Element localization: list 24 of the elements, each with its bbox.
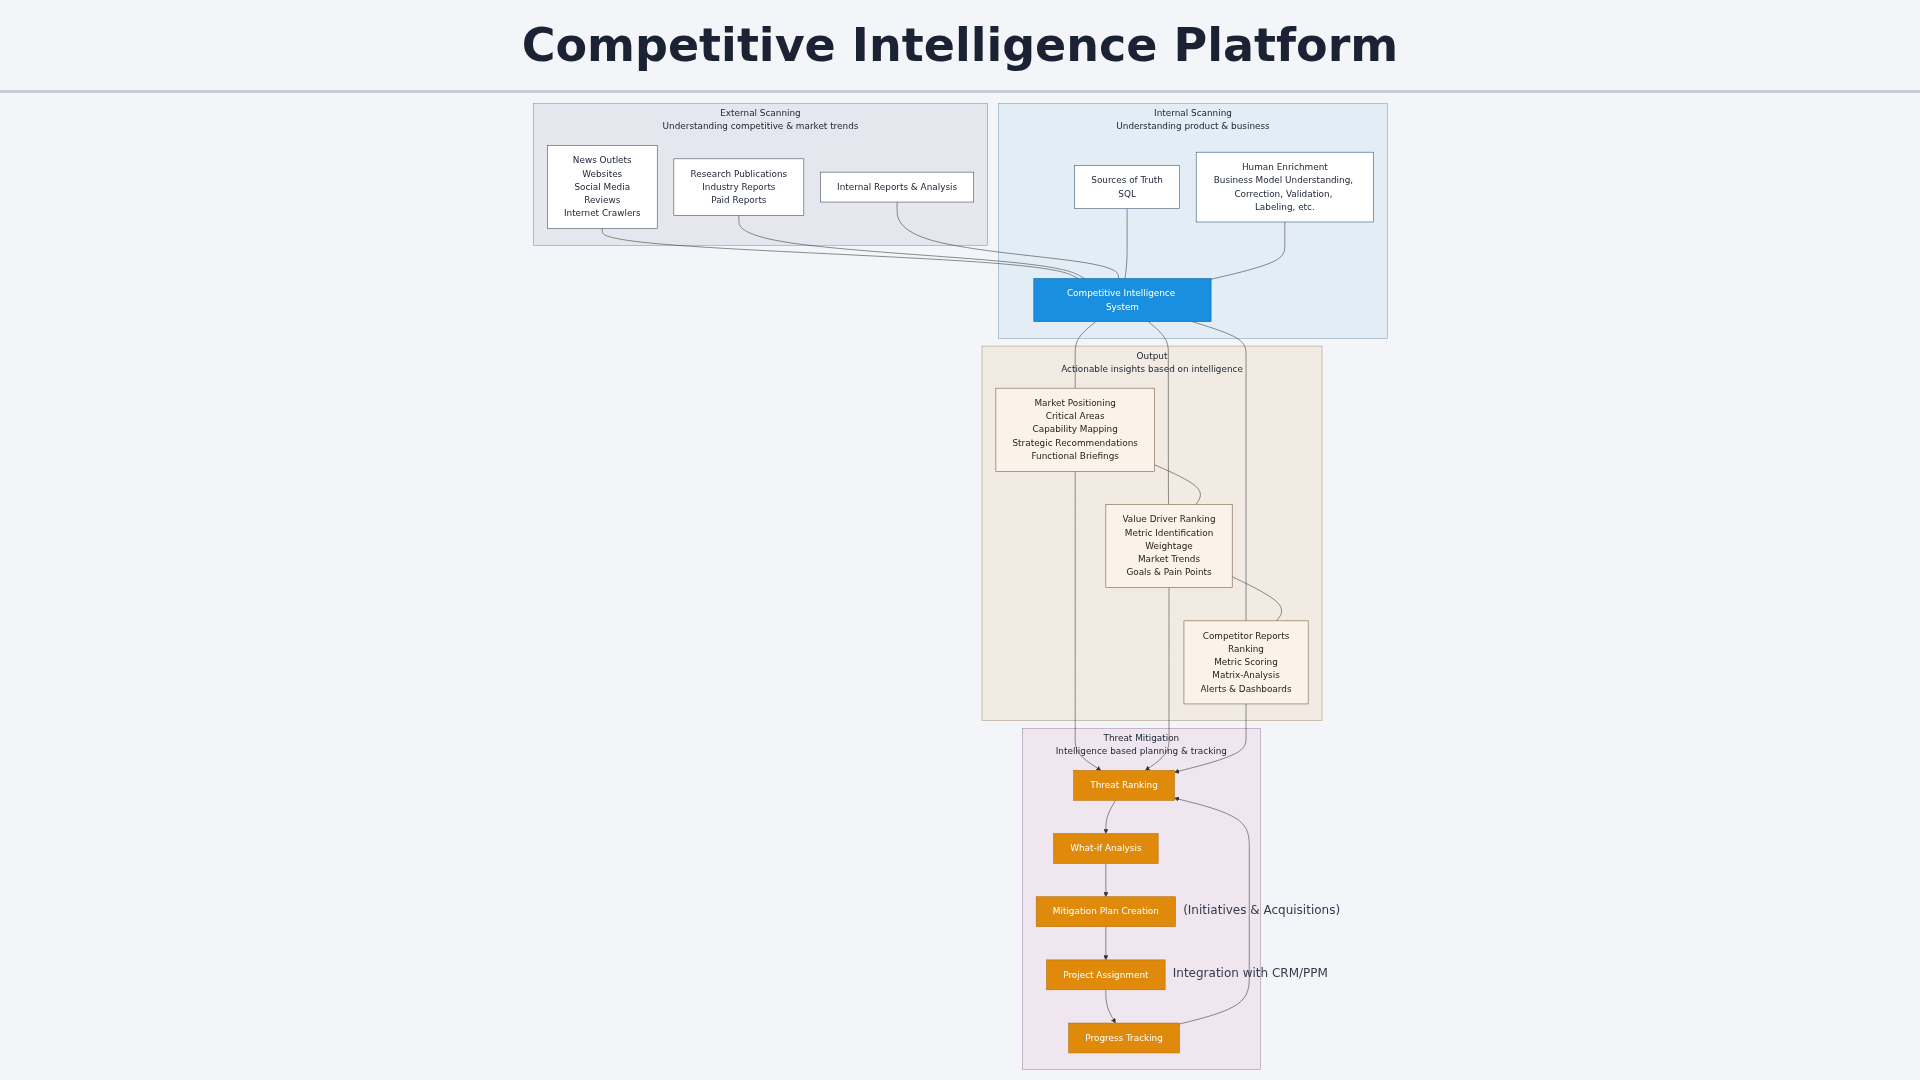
node-box: News Outlets Websites Social Media Reviews Internet Crawlers (546, 144, 658, 229)
node-box: What-if Analysis (1052, 832, 1159, 864)
connector (1210, 221, 1285, 279)
node-box: Mitigation Plan Creation (1035, 895, 1176, 927)
node-box: Human Enrichment Business Model Understanding, Correction, Validation, Labeling, etc. (1195, 151, 1374, 222)
node-box: Competitive Intelligence System (1033, 277, 1211, 322)
diagram-title: Competitive Intelligence Platform (0, 0, 1920, 93)
connector (1153, 464, 1201, 505)
connector (1074, 320, 1096, 388)
node-box: Value Driver Ranking Metric Identification Weightage Market Trends Goals & Pain Points (1105, 503, 1233, 588)
node-box: Market Positioning Critical Areas Capability Mapping Strategic Recommendations Functional Briefings (995, 387, 1155, 472)
node-note: (Initiatives & Acquisitions) (1183, 903, 1341, 918)
connector (1124, 207, 1127, 279)
node-box: Competitor Reports Ranking Metric Scoring Matrix-Analysis Alerts & Dashboards (1183, 620, 1309, 704)
node-box: Research Publications Industry Reports Paid Reports (673, 158, 804, 216)
node-box: Internal Reports & Analysis (819, 171, 974, 202)
node-note: Integration with CRM/PPM (1172, 966, 1328, 981)
node-box: Project Assignment (1045, 959, 1166, 990)
connector (1147, 320, 1169, 505)
node-box: Progress Tracking (1068, 1022, 1180, 1053)
node-box: Sources of Truth SQL (1074, 164, 1180, 209)
node-box: Threat Ranking (1073, 769, 1175, 801)
connector (896, 201, 1119, 279)
connector (1231, 575, 1282, 621)
